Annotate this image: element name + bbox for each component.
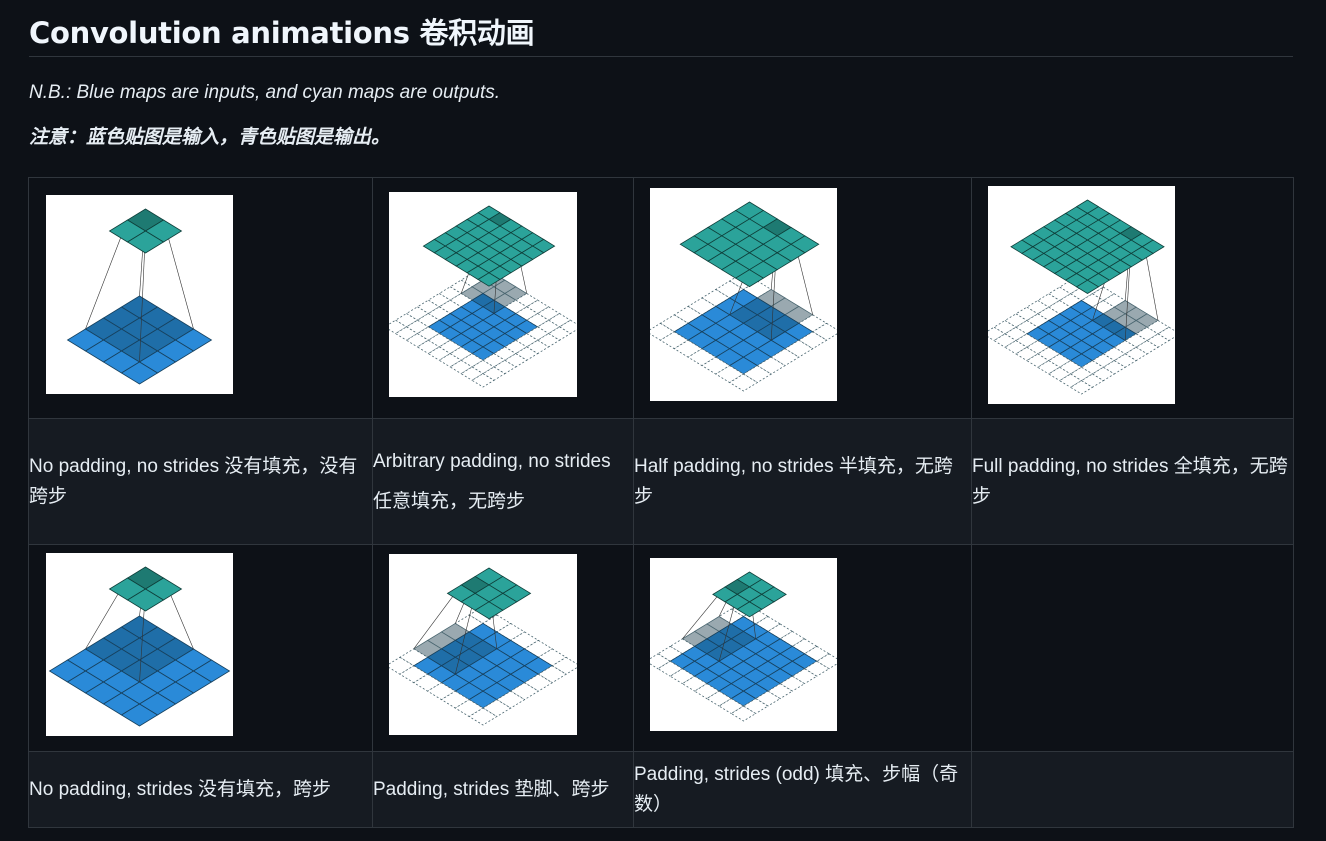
- padding-cell: [730, 705, 757, 722]
- table-row: [28, 544, 1294, 752]
- output-cell: [736, 601, 763, 618]
- output-cell: [1075, 279, 1100, 294]
- page-title: Convolution animations 卷积动画: [29, 16, 535, 50]
- output-map: [108, 208, 183, 254]
- input-map: [48, 615, 231, 727]
- padding-cell: [657, 660, 684, 677]
- table-row: No padding, strides 没有填充，跨步 Padding, str…: [28, 751, 1294, 828]
- caption-no-padding-no-strides: No padding, no strides 没有填充，没有跨步: [28, 418, 373, 545]
- input-map: [650, 272, 837, 392]
- output-cell: [474, 601, 504, 620]
- output-map: [422, 205, 556, 287]
- caption-full-padding-no-strides: Full padding, no strides 全填充，无跨步: [971, 418, 1294, 545]
- input-map: [650, 601, 837, 722]
- padding-cell: [728, 373, 759, 392]
- table-cell: [372, 544, 634, 752]
- full-padding-no-strides-animation: [988, 186, 1175, 404]
- input-map: [389, 606, 577, 726]
- title-divider: [29, 56, 1293, 57]
- padding-strides-animation: [389, 554, 577, 735]
- padding-cell: [1037, 360, 1061, 375]
- padding-cell: [803, 660, 830, 677]
- table-cell: [372, 177, 634, 419]
- table-cell: [28, 177, 373, 419]
- table-cell: [633, 177, 972, 419]
- table-cell: [633, 544, 972, 752]
- no-padding-strides-animation: [46, 553, 233, 736]
- note-chinese: 注意：蓝色贴图是输入，青色贴图是输出。: [29, 127, 391, 148]
- empty-cell: [971, 544, 1294, 752]
- padding-cell: [460, 366, 484, 381]
- half-padding-no-strides-animation: [650, 188, 837, 401]
- caption-half-padding-no-strides: Half padding, no strides 半填充，无跨步: [633, 418, 972, 545]
- padding-cell: [988, 326, 1006, 342]
- input-cell: [120, 703, 159, 727]
- padding-cell: [438, 353, 462, 368]
- output-cell: [126, 230, 165, 254]
- padding-cell: [468, 707, 498, 726]
- padding-cell: [816, 653, 837, 670]
- no-padding-no-strides-animation: [46, 195, 233, 394]
- padding-cell: [1069, 380, 1094, 395]
- output-cell: [126, 588, 165, 612]
- table-cell: [28, 544, 373, 752]
- convolution-animations-table: No padding, no strides 没有填充，没有跨步 Arbitra…: [28, 177, 1294, 828]
- arbitrary-padding-no-strides-animation: [389, 192, 577, 397]
- padding-cell: [389, 319, 408, 335]
- note-english: N.B.: Blue maps are inputs, and cyan map…: [29, 82, 501, 103]
- output-map: [1010, 199, 1165, 294]
- table-row: [28, 177, 1294, 419]
- empty-caption-cell: [971, 751, 1294, 828]
- caption-arbitrary-padding-no-strides: Arbitrary padding, no strides 任意填充，无跨步: [372, 418, 634, 545]
- caption-padding-strides: Padding, strides 垫脚、跨步: [372, 751, 634, 828]
- input-map: [66, 295, 213, 385]
- padding-cell: [471, 373, 495, 388]
- caption-padding-strides-odd: Padding, strides (odd) 填充、步幅（奇数）: [633, 751, 972, 828]
- padding-strides-odd-animation: [650, 558, 837, 731]
- padding-cell: [1058, 373, 1083, 388]
- output-cell: [734, 269, 765, 288]
- padding-cell: [1004, 340, 1028, 355]
- output-map: [446, 567, 532, 620]
- input-map: [988, 273, 1175, 395]
- output-map: [108, 566, 183, 612]
- input-map: [389, 266, 577, 388]
- output-cell: [477, 272, 501, 287]
- caption-no-padding-strides: No padding, strides 没有填充，跨步: [28, 751, 373, 828]
- padding-cell: [405, 333, 430, 348]
- table-row: No padding, no strides 没有填充，没有跨步 Arbitra…: [28, 418, 1294, 545]
- table-cell: [971, 177, 1294, 419]
- output-map: [712, 571, 787, 618]
- output-map: [679, 201, 820, 288]
- input-cell: [120, 361, 159, 385]
- padding-cell: [650, 653, 671, 670]
